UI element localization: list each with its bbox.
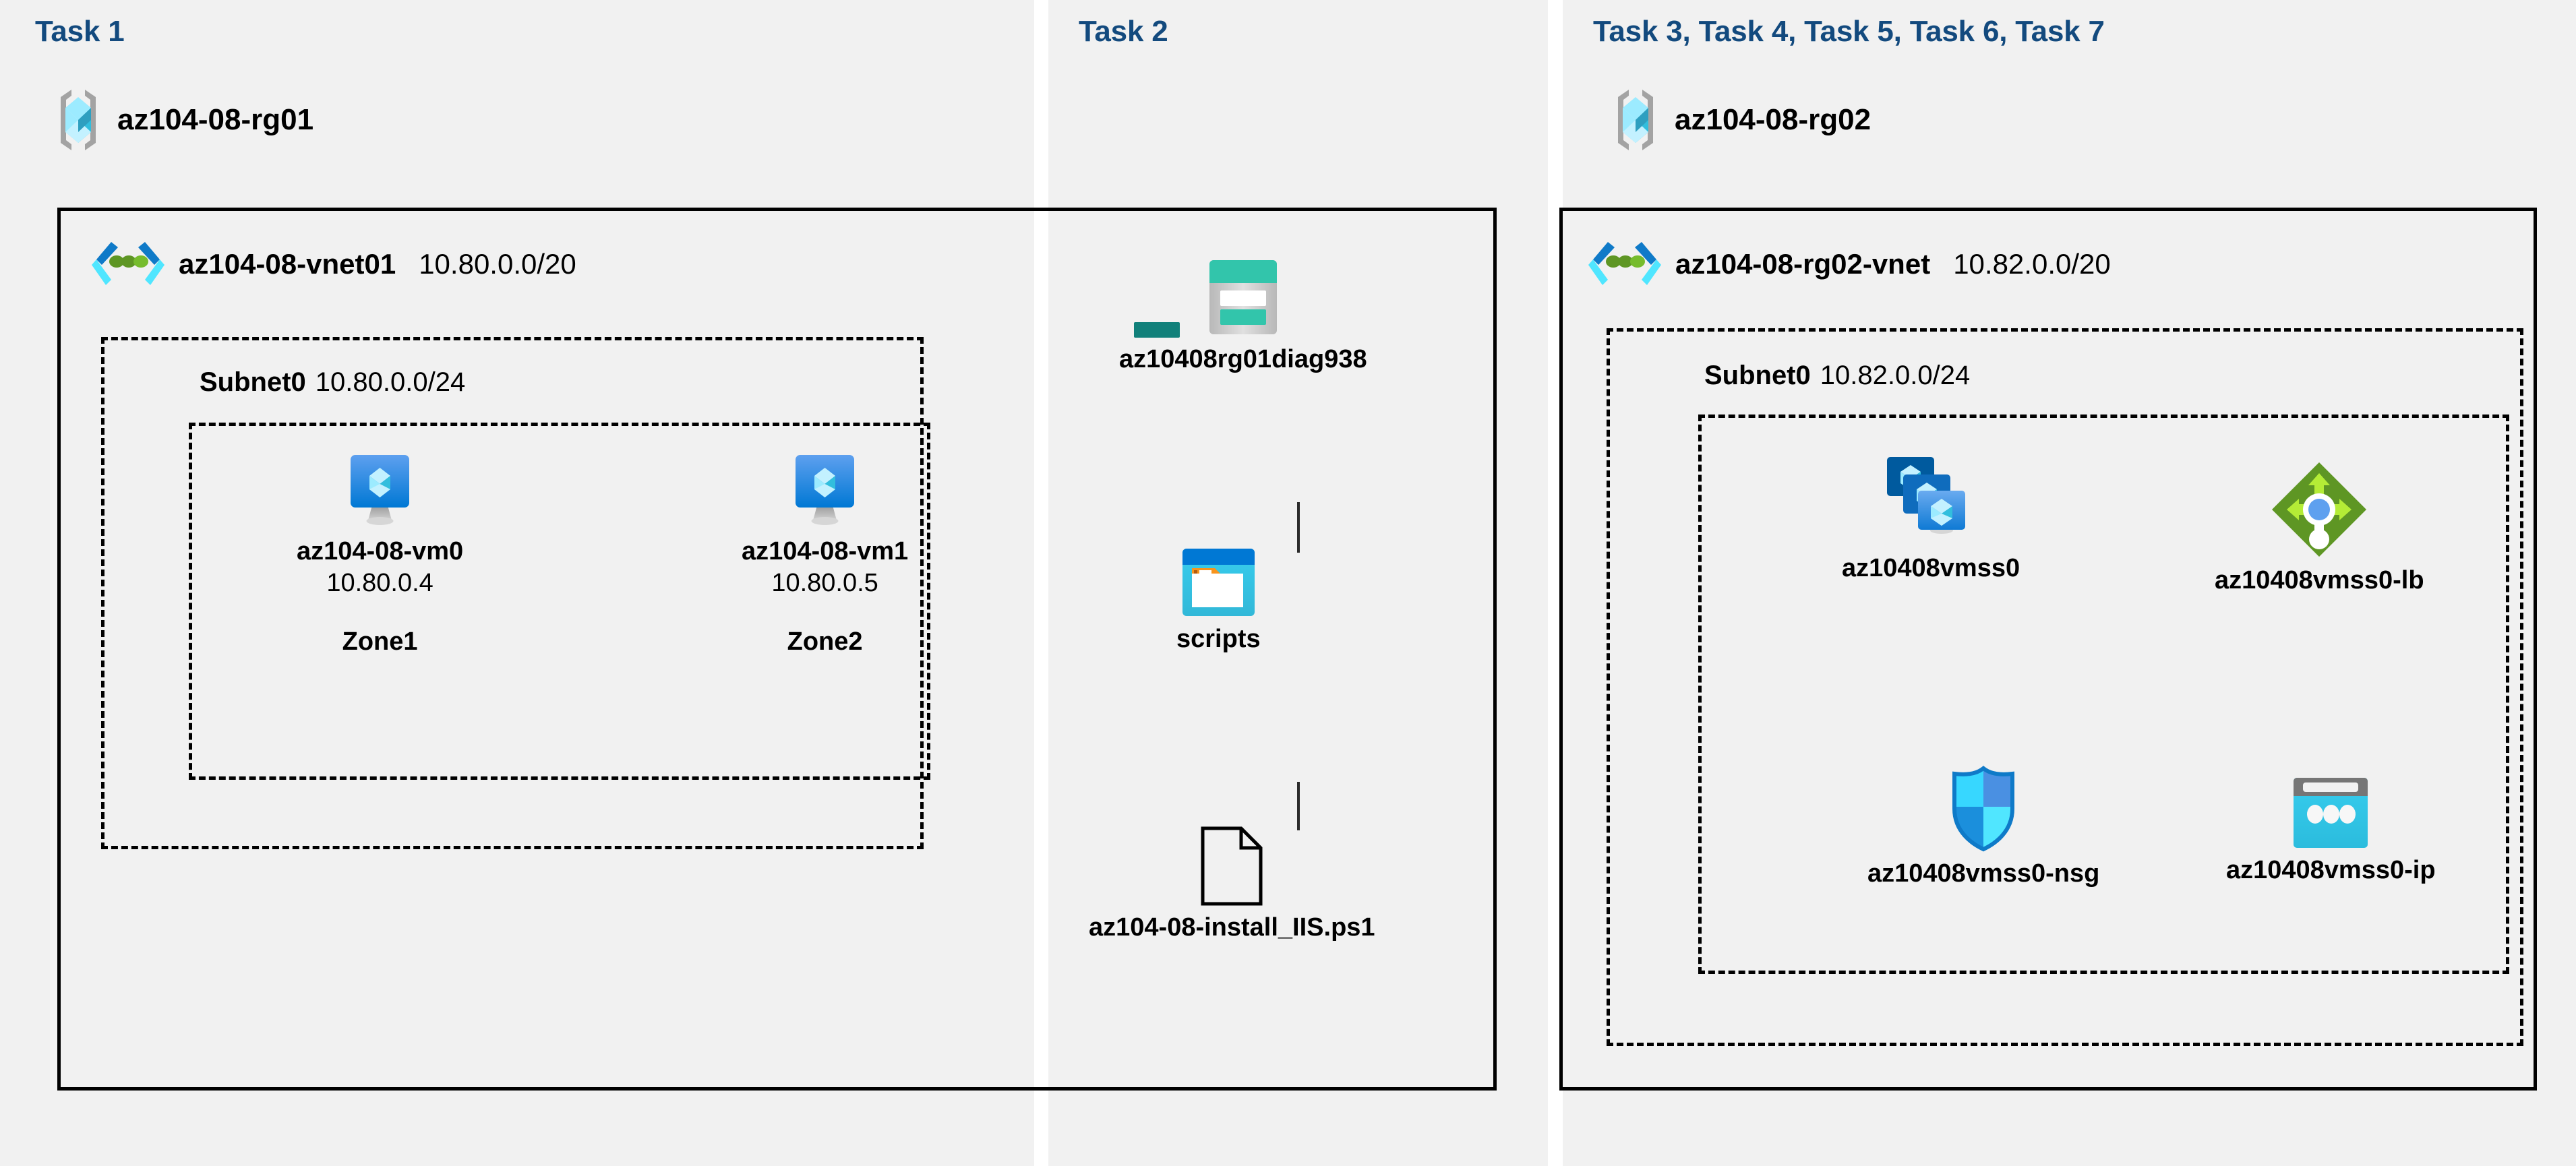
resource-group-name-rg01: az104-08-rg01 <box>117 103 314 136</box>
vm-ip-vm1: 10.80.0.5 <box>771 569 878 597</box>
task-1-label: Task 1 <box>35 15 125 48</box>
vnet-boundary-vnet01 <box>57 208 1497 1091</box>
node-vmss: az10408vmss0 <box>1842 453 2020 583</box>
vm-ip-vm0: 10.80.0.4 <box>326 569 433 597</box>
zone-group-boundary-left <box>189 423 930 780</box>
panel-task-2 <box>1048 0 1548 1166</box>
node-public-ip: az10408vmss0-ip <box>2226 776 2436 885</box>
vnet-header-vnet01: az104-08-vnet01 10.80.0.0/20 <box>91 239 576 289</box>
vm-zone-vm0: Zone1 <box>342 627 418 656</box>
vm-name-vm0: az104-08-vm0 <box>297 537 464 565</box>
resource-group-boundary-right <box>1698 415 2509 974</box>
node-nsg: az10408vmss0-nsg <box>1867 765 2099 888</box>
virtual-network-icon <box>1588 239 1662 289</box>
load-balancer-icon <box>2269 460 2369 559</box>
vnet-name-vnet01: az104-08-vnet01 <box>179 248 396 280</box>
node-load-balancer: az10408vmss0-lb <box>2215 460 2424 595</box>
task-3-7-label: Task 3, Task 4, Task 5, Task 6, Task 7 <box>1593 15 2105 48</box>
storage-account-bar-dark <box>1134 322 1180 338</box>
resource-group-name-rg02: az104-08-rg02 <box>1675 103 1871 136</box>
task-2-label: Task 2 <box>1079 15 1168 48</box>
vnet-cidr-rg02-vnet: 10.82.0.0/20 <box>1953 248 2111 280</box>
storage-account-icon <box>1205 256 1281 338</box>
vm-zone-vm1: Zone2 <box>787 627 863 656</box>
resource-group-row-rg02: az104-08-rg02 <box>1611 88 1871 152</box>
vnet-cidr-vnet01: 10.80.0.0/20 <box>419 248 576 280</box>
resource-group-icon <box>1611 88 1660 152</box>
node-script-file: az104-08-install_IIS.ps1 <box>1089 826 1375 942</box>
panel-task-1 <box>0 0 1034 1166</box>
nsg-name: az10408vmss0-nsg <box>1867 859 2100 888</box>
subnet-name-right: Subnet0 <box>1704 361 1811 390</box>
subnet-boundary-left <box>101 337 924 849</box>
virtual-network-icon <box>91 239 165 289</box>
network-security-group-icon <box>1946 765 2020 853</box>
virtual-machine-icon <box>341 453 419 530</box>
subnet-name-left: Subnet0 <box>200 367 306 397</box>
subnet-cidr-right: 10.82.0.0/24 <box>1820 361 1971 390</box>
file-icon <box>1199 826 1264 907</box>
subnet-boundary-right <box>1607 328 2523 1046</box>
subnet-cidr-left: 10.80.0.0/24 <box>315 367 466 397</box>
vnet-boundary-rg02-vnet <box>1559 208 2537 1091</box>
vm-name-vm1: az104-08-vm1 <box>742 537 909 565</box>
subnet-header-left: Subnet0 10.80.0.0/24 <box>200 367 465 398</box>
node-vm0: az104-08-vm0 10.80.0.4 Zone1 <box>297 453 463 656</box>
node-vm1: az104-08-vm1 10.80.0.5 Zone2 <box>742 453 908 656</box>
vnet-header-rg02-vnet: az104-08-rg02-vnet 10.82.0.0/20 <box>1588 239 2111 289</box>
public-ip-name: az10408vmss0-ip <box>2226 856 2436 884</box>
resource-group-row-rg01: az104-08-rg01 <box>54 88 313 152</box>
connector-container-to-file <box>1297 782 1300 830</box>
node-blob-container: scripts <box>1176 547 1261 654</box>
subnet-header-right: Subnet0 10.82.0.0/24 <box>1704 361 1970 391</box>
script-file-name: az104-08-install_IIS.ps1 <box>1089 913 1375 942</box>
connector-storage-to-container <box>1297 502 1300 553</box>
vm-scale-set-icon <box>1879 453 1983 547</box>
virtual-machine-icon <box>786 453 864 530</box>
blob-container-name: scripts <box>1176 625 1261 653</box>
vmss-name: az10408vmss0 <box>1842 554 2020 582</box>
load-balancer-name: az10408vmss0-lb <box>2215 566 2424 594</box>
vnet-name-rg02-vnet: az104-08-rg02-vnet <box>1675 248 1931 280</box>
storage-account-name: az10408rg01diag938 <box>1119 345 1367 373</box>
resource-group-icon <box>54 88 102 152</box>
public-ip-address-icon <box>2289 776 2372 849</box>
node-storage-account: az10408rg01diag938 <box>1119 256 1367 374</box>
blob-container-icon <box>1180 547 1257 618</box>
